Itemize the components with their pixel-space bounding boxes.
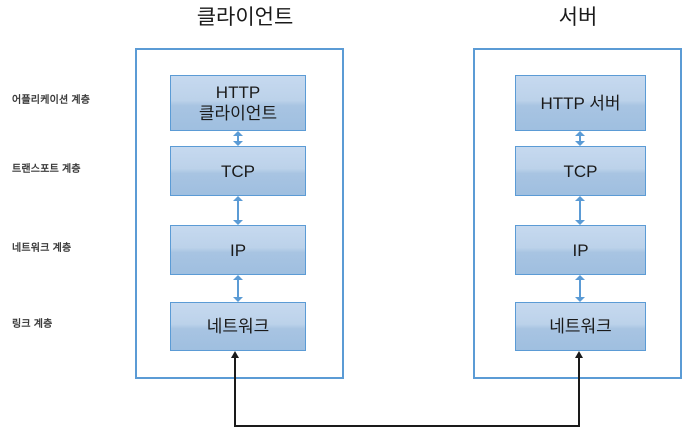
client-app-transport-arrow-icon (231, 131, 245, 146)
server-application-layer-box[interactable]: HTTP 서버 (515, 75, 646, 131)
client-network-layer-box[interactable]: IP (170, 225, 306, 275)
layer-label-transport: 트랜스포트 계층 (12, 164, 81, 175)
layer-label-link: 링크 계층 (12, 319, 53, 330)
physical-link-arrowhead-server-icon (575, 351, 583, 358)
server-link-layer-box[interactable]: 네트워크 (515, 302, 646, 351)
server-transport-network-arrow-icon (573, 196, 587, 225)
client-transport-network-arrow-icon (231, 196, 245, 225)
layer-label-application: 어플리케이션 계층 (12, 95, 91, 106)
server-transport-layer-box[interactable]: TCP (515, 146, 646, 196)
server-network-link-arrow-icon (573, 275, 587, 302)
server-network-layer-box[interactable]: IP (515, 225, 646, 275)
physical-link-segment-horizontal (234, 425, 580, 427)
client-application-layer-box[interactable]: HTTP 클라이언트 (170, 75, 306, 131)
client-link-layer-box[interactable]: 네트워크 (170, 302, 306, 351)
server-column-title: 서버 (558, 6, 598, 29)
physical-link-segment-client (234, 357, 236, 427)
client-network-link-arrow-icon (231, 275, 245, 302)
server-app-transport-arrow-icon (573, 131, 587, 146)
client-transport-layer-box[interactable]: TCP (170, 146, 306, 196)
physical-link-segment-server (578, 357, 580, 427)
client-column-title: 클라이언트 (196, 6, 294, 29)
layer-label-network: 네트워크 계층 (12, 243, 72, 254)
physical-link-arrowhead-client-icon (231, 351, 239, 358)
